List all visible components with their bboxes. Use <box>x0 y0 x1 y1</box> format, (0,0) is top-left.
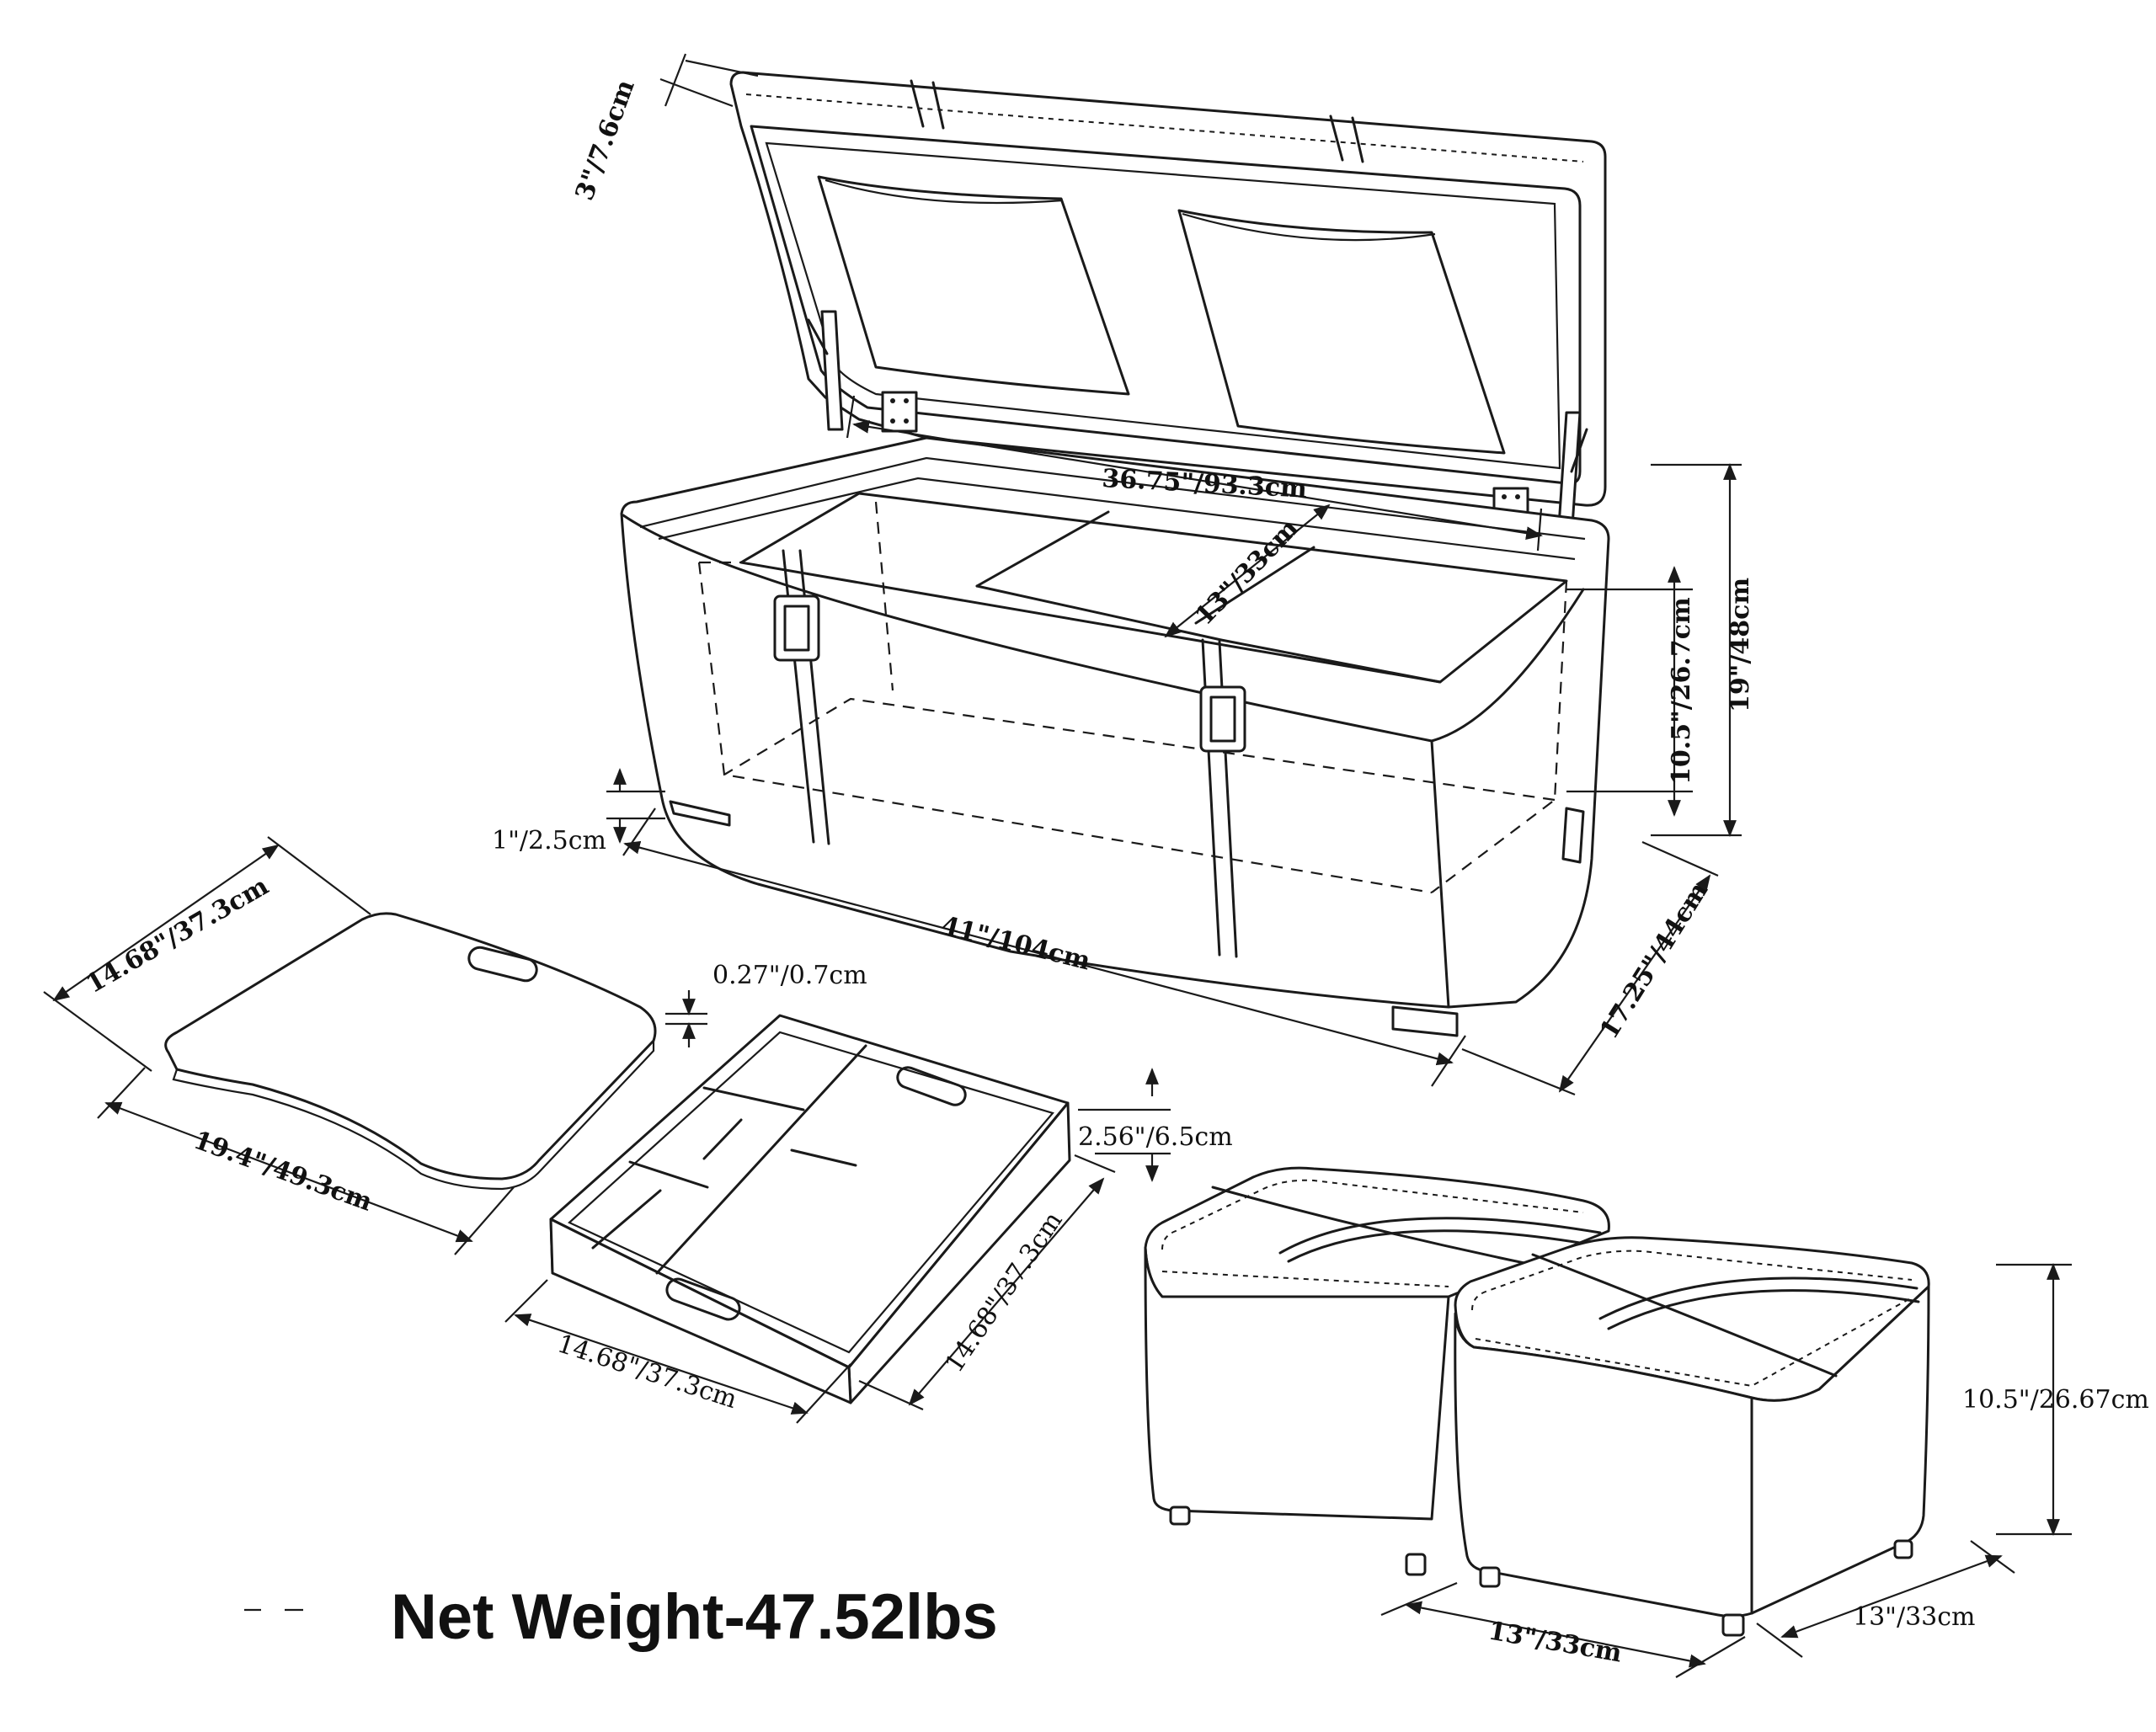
bench-dimension-lines <box>606 53 1742 1096</box>
ottoman-depth-label: 13"/33cm <box>1853 1602 1976 1632</box>
ottoman-front <box>1454 1236 1930 1637</box>
ottoman-width-label: 13"/33cm <box>1486 1616 1625 1668</box>
tray-top-dimension-lines <box>43 836 707 1255</box>
tray-height-label: 2.56"/6.5cm <box>1078 1122 1233 1152</box>
storage-tray <box>549 1014 1071 1404</box>
bench-body <box>620 436 1610 1037</box>
total-height-label: 19"/48cm <box>1726 578 1755 712</box>
ottoman-back <box>1144 1166 1610 1576</box>
lid-thickness-label: 3"/7.6cm <box>570 76 641 205</box>
bench-lid <box>729 71 1607 541</box>
leg-height-label: 1"/2.5cm <box>492 826 606 855</box>
tray-top-depth-label: 14.68"/37.3cm <box>82 871 275 999</box>
storage-bench <box>620 71 1610 1037</box>
net-weight-label: Net Weight-47.52lbs <box>391 1581 998 1653</box>
ottoman-dimension-lines <box>1380 1263 2072 1678</box>
ottoman-height-label: 10.5"/26.67cm <box>1962 1385 2149 1415</box>
inner-depth-label: 10.5"/26.7cm <box>1667 597 1696 785</box>
tray-top-width-label: 19.4"/49.3cm <box>189 1126 376 1218</box>
total-depth-label: 17.25"/44cm <box>1594 877 1714 1044</box>
tray-dimension-lines <box>504 1068 1171 1424</box>
tray-top-thickness-label: 0.27"/0.7cm <box>712 961 867 990</box>
